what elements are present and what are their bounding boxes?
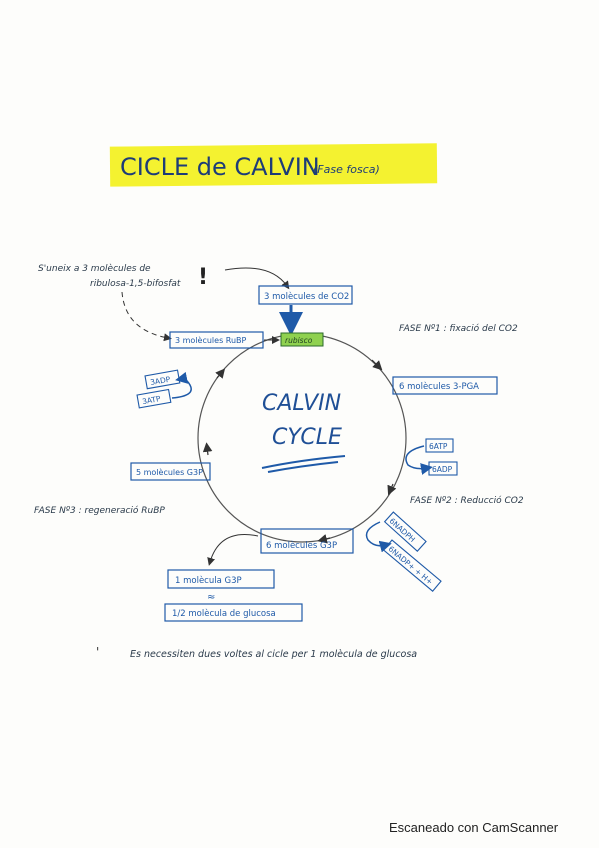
pga-label: 6 molècules 3-PGA	[399, 381, 479, 392]
one-g3p-box: 1 molècula G3P	[167, 569, 275, 589]
title-sub: (Fase fosca)	[313, 163, 380, 176]
atp-in-box: 6ATP	[425, 438, 454, 453]
pga-box: 6 molècules 3-PGA	[392, 376, 498, 395]
nadp-out-label: 6NADP+ + H+	[387, 544, 435, 586]
phase1-label: FASE Nº1 : fixació del CO2	[399, 323, 518, 334]
cycle-arrow-left-upper	[215, 368, 226, 379]
cycle-arrow-left-lower	[202, 442, 213, 456]
note-bottom: Es necessiten dues voltes al cicle per 1…	[130, 649, 417, 660]
g3p-out-arrow	[207, 534, 259, 566]
note-start-mark: !	[198, 265, 208, 290]
g3p5-box: 5 molècules G3P	[130, 462, 211, 481]
nadp-out-box: 6NADP+ + H+	[382, 539, 442, 592]
atp3-box: 3ATP	[136, 388, 172, 409]
note-bottom-mark: '	[96, 645, 99, 659]
adp-out-label: 6ADP	[432, 465, 453, 474]
glucose-box: 1/2 molècula de glucosa	[164, 603, 303, 622]
title-highlight	[109, 143, 438, 187]
atp3-label: 3ATP	[142, 394, 162, 406]
phase2-label: FASE Nº2 : Reducció CO2	[410, 495, 524, 506]
phase3-label: FASE Nº3 : regeneració RuBP	[34, 505, 165, 516]
cycle-arrow-bottom	[317, 534, 331, 544]
title-main: CICLE de CALVIN	[120, 153, 320, 181]
one-g3p-label: 1 molècula G3P	[175, 575, 242, 586]
rubp-box: 3 molècules RuBP	[169, 331, 264, 349]
nadph-loop-arrow	[365, 521, 392, 553]
adp-out-box: 6ADP	[428, 461, 458, 476]
adp3-label: 3ADP	[149, 375, 171, 387]
center-line2: CYCLE	[272, 425, 342, 450]
atp-in-label: 6ATP	[429, 442, 448, 451]
g3p-label: 6 molècules G3P	[266, 540, 337, 551]
note-start-line1: S'uneix a 3 molècules de	[38, 263, 151, 274]
rubisco-label: rubisco	[285, 336, 313, 345]
note-to-co2-arrow	[224, 267, 290, 290]
g3p-box: 6 molècules G3P	[260, 528, 354, 554]
cycle-arrow-top-right	[371, 359, 383, 371]
co2-label: 3 molècules de CO2	[264, 291, 349, 302]
atp3-loop-arrow	[171, 371, 192, 399]
glucose-label: 1/2 molècula de glucosa	[172, 608, 276, 619]
rubisco-box: rubisco	[280, 332, 324, 347]
note-to-rubp-arrow	[121, 291, 172, 342]
cycle-arrow-right	[387, 483, 397, 496]
atp-loop-arrow	[405, 445, 433, 475]
rubp-label: 3 molècules RuBP	[175, 335, 247, 345]
center-underline	[261, 455, 346, 473]
approx-sign: ≈	[207, 592, 215, 603]
co2-box: 3 molècules de CO2	[258, 285, 353, 305]
scanner-watermark: Escaneado con CamScanner	[389, 820, 559, 835]
note-start-line2: ribulosa-1,5-bifosfat	[90, 279, 181, 289]
adp3-box: 3ADP	[144, 369, 181, 390]
g3p5-label: 5 molècules G3P	[136, 467, 203, 477]
center-line1: CALVIN	[262, 391, 341, 416]
title: CICLE de CALVIN (Fase fosca)	[109, 143, 438, 187]
